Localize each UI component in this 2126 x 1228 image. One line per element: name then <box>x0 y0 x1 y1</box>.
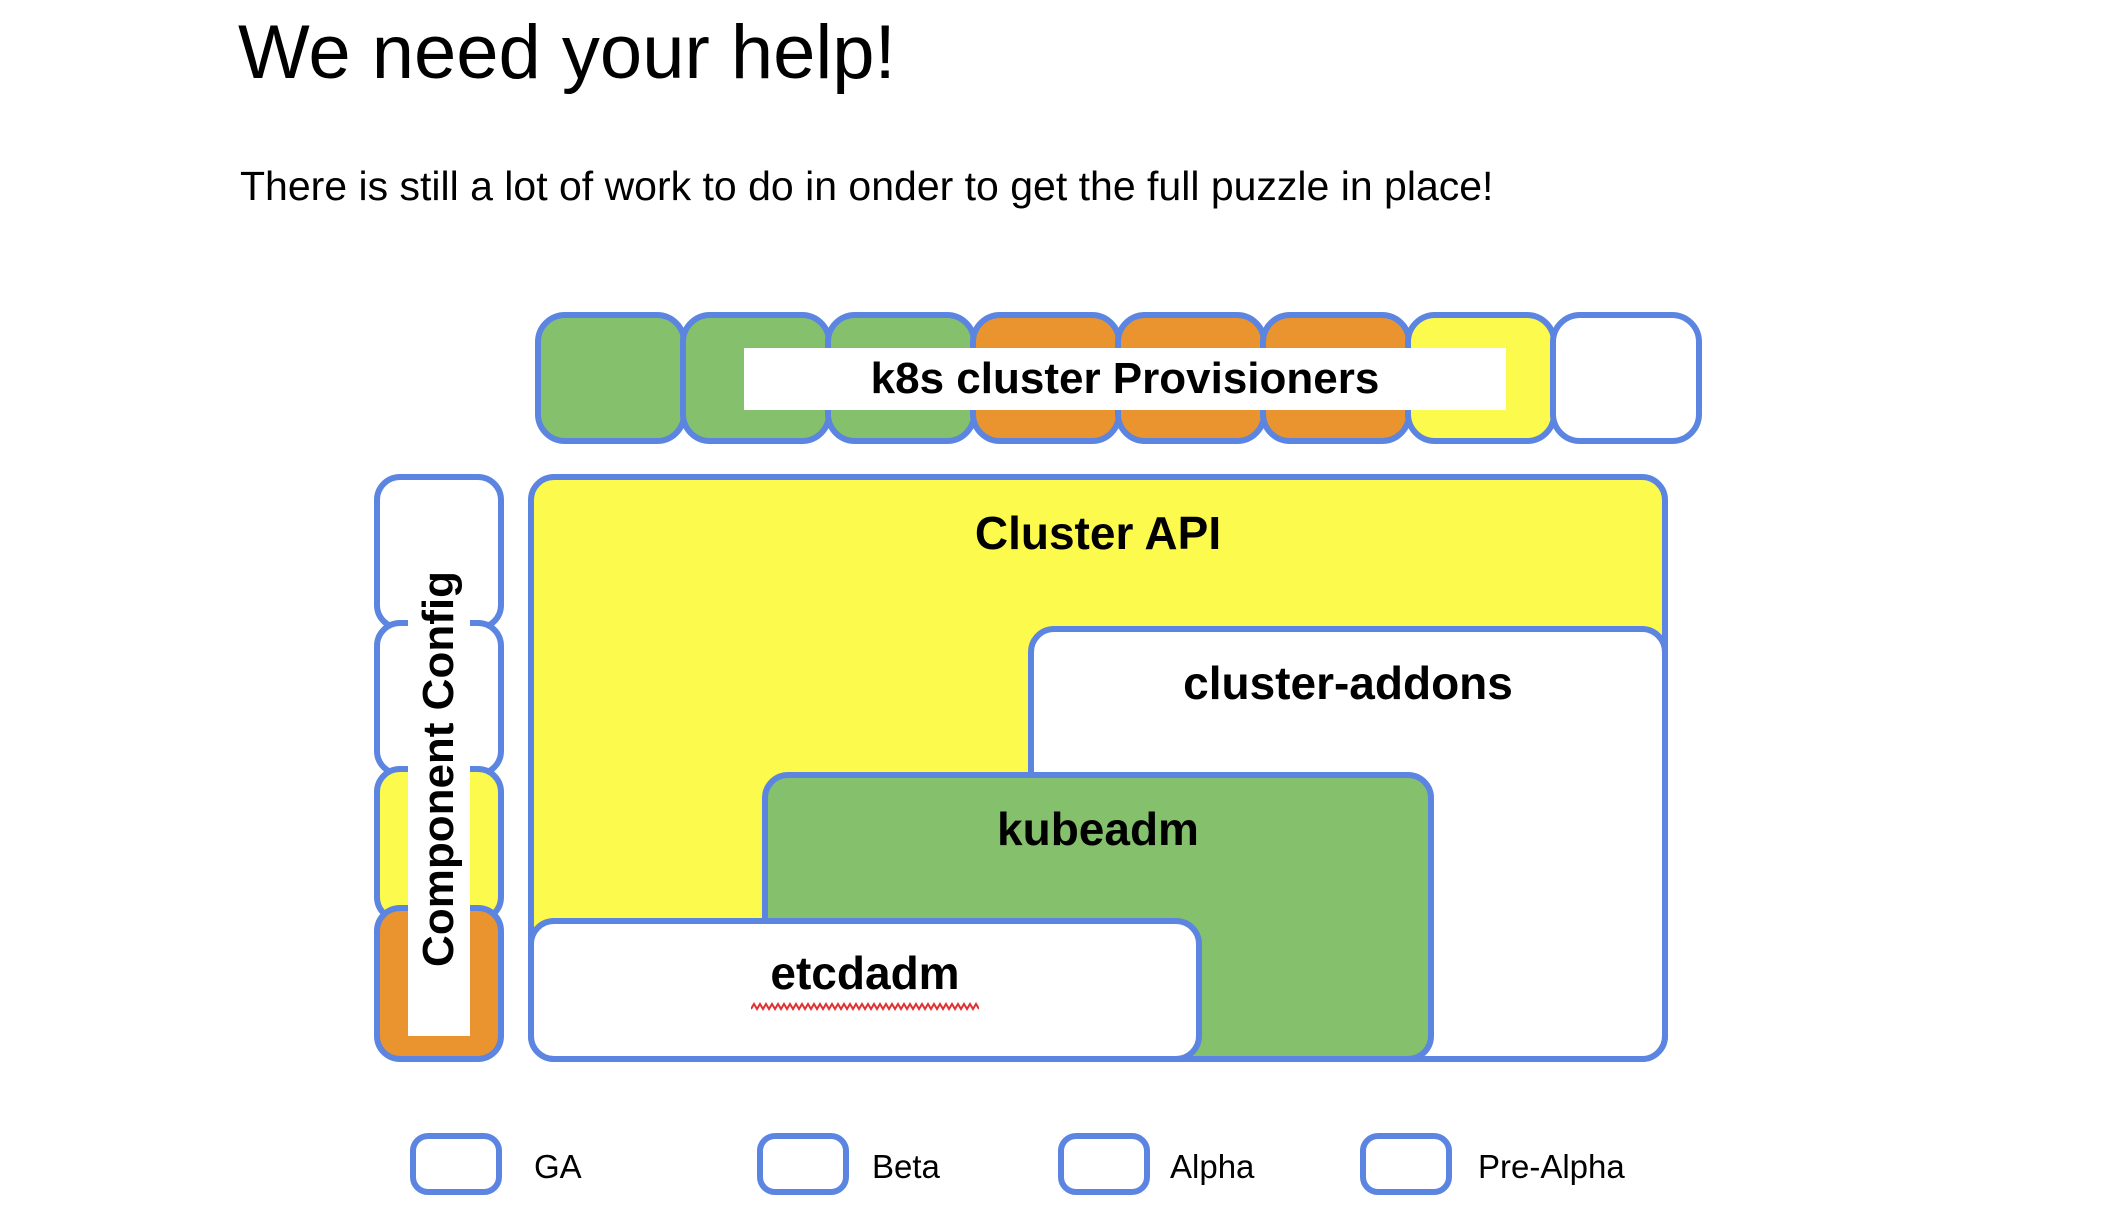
provisioner-box-1[interactable] <box>535 312 687 444</box>
cluster-addons-label: cluster-addons <box>1183 657 1513 709</box>
provisioner-group-label: k8s cluster Provisioners <box>744 348 1506 410</box>
legend-swatch-pre-alpha <box>1360 1133 1452 1195</box>
component-config-label: Component Config <box>408 502 470 1036</box>
etcdadm-label: etcdadm <box>770 947 960 999</box>
etcdadm-box[interactable]: etcdadm <box>528 918 1202 1062</box>
page-title: We need your help! <box>238 10 896 95</box>
provisioner-box-8[interactable] <box>1550 312 1702 444</box>
legend-label-ga: GA <box>534 1148 582 1185</box>
legend-label-alpha: Alpha <box>1170 1148 1255 1185</box>
legend-swatch-ga <box>410 1133 502 1195</box>
legend-label-pre-alpha: Pre-Alpha <box>1478 1148 1625 1185</box>
component-config-label-text: Component Config <box>414 571 463 967</box>
legend-swatch-beta <box>757 1133 849 1195</box>
legend-swatch-alpha <box>1058 1133 1150 1195</box>
provisioner-group-label-text: k8s cluster Provisioners <box>870 354 1380 403</box>
legend-label-beta: Beta <box>872 1148 940 1185</box>
kubeadm-label: kubeadm <box>997 803 1199 855</box>
spellcheck-underline-icon <box>751 1002 979 1012</box>
cluster-api-label: Cluster API <box>974 507 1222 559</box>
page-subtitle: There is still a lot of work to do in on… <box>240 163 1494 209</box>
